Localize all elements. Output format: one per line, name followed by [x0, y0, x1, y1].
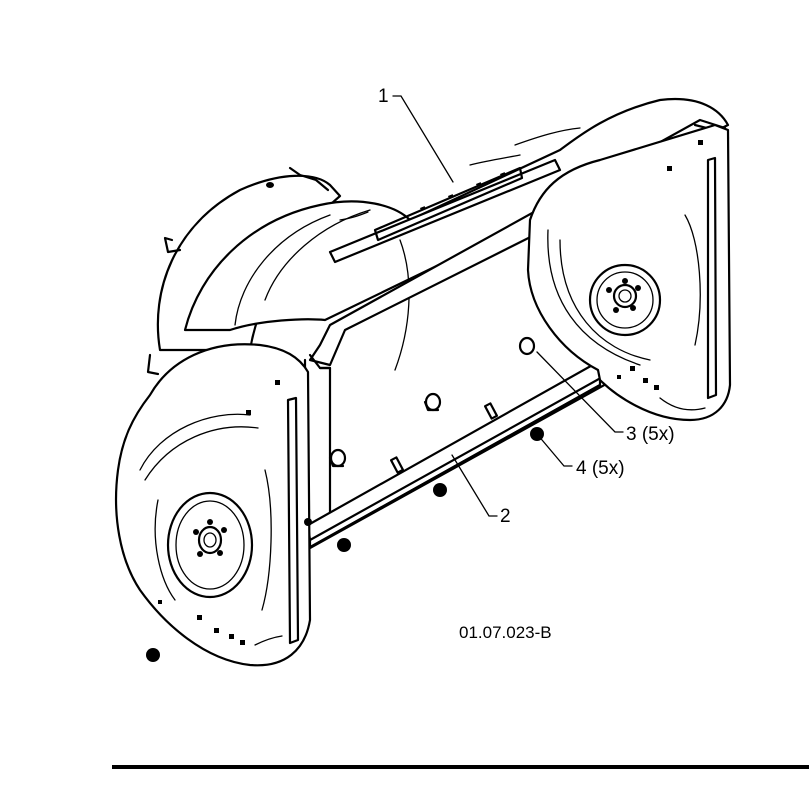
- top-flange-part-1: [328, 158, 562, 264]
- callout-2-label: 2: [500, 506, 511, 527]
- drawing-code: 01.07.023-B: [459, 623, 552, 642]
- callout-leaders: [392, 95, 624, 517]
- right-side-plate: [526, 123, 732, 422]
- bottom-strip-part-2: [306, 346, 619, 550]
- callout-3-label: 3 (5x): [626, 424, 675, 445]
- drum-wrapper: [183, 97, 730, 371]
- fasteners-part-4: [146, 427, 544, 662]
- mounting-holes-part-3: [328, 336, 536, 468]
- callout-1-label: 1: [378, 86, 389, 107]
- callout-4-label: 4 (5x): [576, 458, 625, 479]
- bottom-rule: [112, 765, 809, 769]
- left-side-plate: [114, 343, 312, 667]
